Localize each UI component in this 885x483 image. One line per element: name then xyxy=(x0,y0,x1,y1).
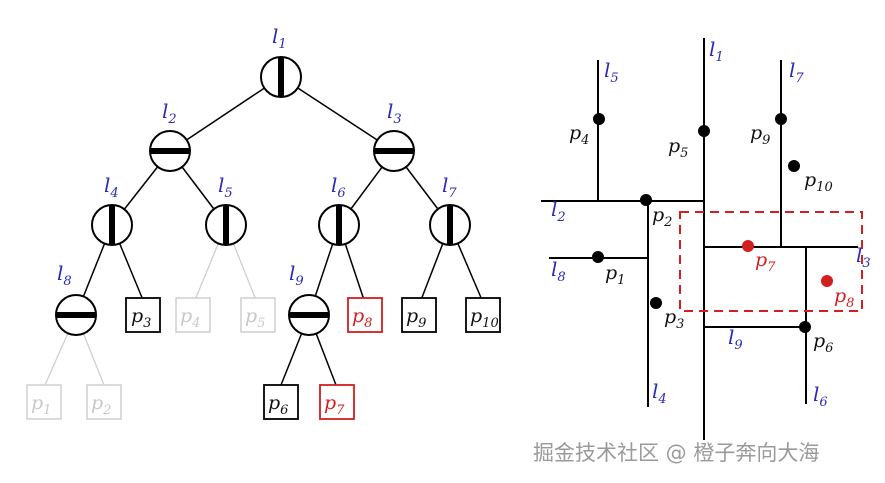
plane-label-p2: p2 xyxy=(652,204,672,230)
point-p5 xyxy=(698,125,710,137)
tree-label-l1: l1 xyxy=(272,24,287,52)
tree-leaf-p8: p8 xyxy=(347,297,383,333)
tree-node-l4 xyxy=(91,204,133,246)
tree-label-l2: l2 xyxy=(162,99,177,127)
tree-leaf-p10: p10 xyxy=(465,297,501,333)
tree-node-l3 xyxy=(373,130,415,172)
svg-text:p1: p1 xyxy=(31,392,51,418)
plane-label-l1: l1 xyxy=(709,37,724,65)
tree-leaf-p6: p6 xyxy=(263,384,299,420)
plane-label-l2: l2 xyxy=(551,197,566,225)
svg-text:p6: p6 xyxy=(268,392,288,418)
point-p10 xyxy=(788,160,800,172)
tree-leaf-p4: p4 xyxy=(175,297,211,333)
query-range-box xyxy=(679,211,863,312)
svg-text:p7: p7 xyxy=(324,392,345,418)
tree-node-l5 xyxy=(205,204,247,246)
tree-node-l9 xyxy=(288,294,330,336)
plane-label-p8: p8 xyxy=(834,285,854,311)
plane-label-l6: l6 xyxy=(813,382,828,410)
tree-leaf-p2: p2 xyxy=(86,384,122,420)
tree-label-l5: l5 xyxy=(218,173,233,201)
tree-label-l4: l4 xyxy=(104,173,119,201)
plane-label-l3: l3 xyxy=(856,243,871,271)
point-p9 xyxy=(775,113,787,125)
tree-node-l7 xyxy=(429,204,471,246)
svg-text:p2: p2 xyxy=(91,392,111,418)
tree-label-l9: l9 xyxy=(289,261,304,289)
plane-label-l9: l9 xyxy=(728,325,743,353)
svg-text:p9: p9 xyxy=(406,305,426,331)
plane-label-p7: p7 xyxy=(755,249,776,275)
svg-text:p5: p5 xyxy=(245,305,265,331)
svg-text:p10: p10 xyxy=(470,305,499,331)
tree-node-l8 xyxy=(55,294,97,336)
tree-leaf-p5: p5 xyxy=(240,297,276,333)
point-p4 xyxy=(593,113,605,125)
tree-label-l7: l7 xyxy=(442,173,457,201)
plane-label-p4: p4 xyxy=(569,122,589,148)
point-p8 xyxy=(821,275,833,287)
tree-leaf-p3: p3 xyxy=(125,297,161,333)
svg-text:p3: p3 xyxy=(131,305,151,331)
split-lines xyxy=(541,38,858,440)
point-p3 xyxy=(650,297,662,309)
plane-label-l7: l7 xyxy=(789,58,804,86)
tree-label-l8: l8 xyxy=(57,261,72,289)
svg-text:p8: p8 xyxy=(352,305,372,331)
tree-leaf-p1: p1 xyxy=(26,384,62,420)
kd-plane: l1 l2 l3 l4 l5 l6 l7 l8 l9 p1 p2 p3 p4 p… xyxy=(541,37,871,440)
plane-label-p6: p6 xyxy=(813,330,833,356)
tree-leaf-p9: p9 xyxy=(401,297,437,333)
plane-label-p9: p9 xyxy=(750,122,770,148)
tree-label-l3: l3 xyxy=(387,99,402,127)
plane-label-p3: p3 xyxy=(664,306,684,332)
plane-label-p5: p5 xyxy=(668,135,688,161)
tree-node-l6 xyxy=(318,204,360,246)
tree-edges xyxy=(75,76,483,386)
plane-label-l4: l4 xyxy=(652,379,667,407)
plane-label-l8: l8 xyxy=(551,257,566,285)
plane-label-p10: p10 xyxy=(804,169,833,195)
tree-label-l6: l6 xyxy=(331,173,346,201)
plane-label-l5: l5 xyxy=(604,58,619,86)
plane-label-p1: p1 xyxy=(605,262,625,288)
tree-node-l1 xyxy=(260,56,302,98)
point-p2 xyxy=(640,194,652,206)
watermark-text: 掘金技术社区 @ 橙子奔向大海 xyxy=(533,441,819,465)
svg-text:p4: p4 xyxy=(180,305,200,331)
plane-points xyxy=(592,113,833,333)
point-p7 xyxy=(742,240,754,252)
point-p6 xyxy=(799,321,811,333)
tree-node-l2 xyxy=(149,130,191,172)
point-p1 xyxy=(592,251,604,263)
tree-leaf-p7: p7 xyxy=(319,384,355,420)
kd-tree: l1 l2 l3 l4 l5 l6 l7 l8 l9 p3 p4 p5 p8 p… xyxy=(26,24,501,420)
